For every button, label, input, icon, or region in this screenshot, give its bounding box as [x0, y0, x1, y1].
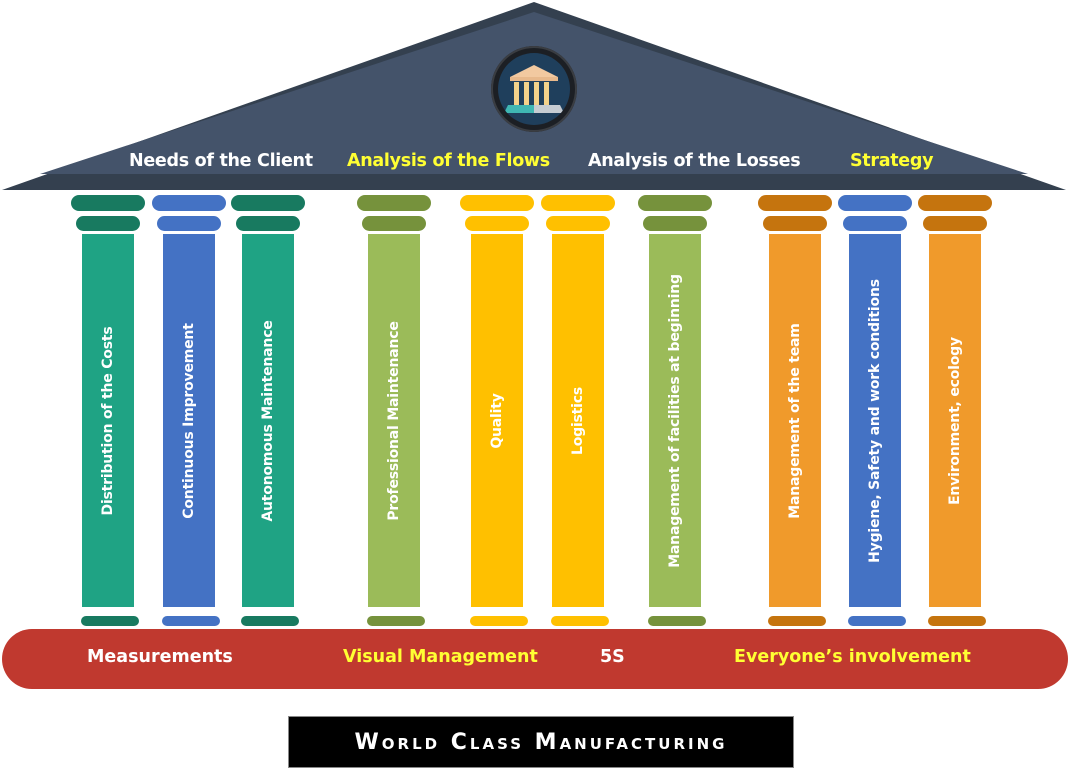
pillar-capital	[152, 195, 226, 211]
pillar-shaft: Management of the team	[769, 234, 821, 607]
pillar-shaft: Environment, ecology	[929, 234, 981, 607]
pillar-management-of-team: Management of the team	[758, 195, 834, 627]
roof-label-needs-of-client: Needs of the Client	[129, 151, 313, 171]
pillar-label: Professional Maintenance	[386, 320, 402, 521]
pillar-continuous-improvement: Continuous Improvement	[152, 195, 228, 627]
pillar-capital	[838, 195, 912, 211]
pillar-base	[551, 616, 609, 626]
pillar-base	[241, 616, 299, 626]
pillar-label: Management of facilities at beginning	[667, 273, 683, 568]
pillar-label: Hygiene, Safety and work conditions	[867, 278, 883, 563]
pillar-capital	[638, 195, 712, 211]
pillar-shaft: Logistics	[552, 234, 604, 607]
pillar-capital-lower	[76, 216, 140, 231]
pillar-shaft: Distribution of the Costs	[82, 234, 134, 607]
foundation-label-everyones-involvement: Everyone’s involvement	[734, 647, 971, 667]
pillar-capital-lower	[763, 216, 827, 231]
pillar-capital	[541, 195, 615, 211]
pillar-capital-lower	[546, 216, 610, 231]
pillar-management-of-facilities: Management of facilities at beginning	[638, 195, 714, 627]
pillar-capital-lower	[236, 216, 300, 231]
roof-label-strategy: Strategy	[850, 151, 934, 171]
pillar-base	[928, 616, 986, 626]
pillar-label: Environment, ecology	[947, 336, 963, 505]
pillar-capital-lower	[465, 216, 529, 231]
pillar-capital-lower	[643, 216, 707, 231]
pillar-label: Distribution of the Costs	[100, 326, 116, 515]
pillar-capital-lower	[923, 216, 987, 231]
pillar-label: Autonomous Maintenance	[260, 319, 276, 522]
pillar-environment-ecology: Environment, ecology	[918, 195, 994, 627]
pillar-shaft: Management of facilities at beginning	[649, 234, 701, 607]
emblem	[491, 46, 577, 132]
pillar-capital	[918, 195, 992, 211]
pillar-base	[367, 616, 425, 626]
pillar-capital-lower	[843, 216, 907, 231]
pillar-capital	[460, 195, 534, 211]
pillar-shaft: Hygiene, Safety and work conditions	[849, 234, 901, 607]
foundation-band	[2, 629, 1068, 689]
pillar-base	[81, 616, 139, 626]
foundation-label-measurements: Measurements	[87, 647, 233, 667]
pillar-label: Continuous Improvement	[181, 322, 197, 519]
roof-label-analysis-of-flows: Analysis of the Flows	[347, 151, 550, 171]
pillar-professional-maintenance: Professional Maintenance	[357, 195, 433, 627]
pillar-capital	[71, 195, 145, 211]
pillar-base	[162, 616, 220, 626]
pillar-quality: Quality	[460, 195, 536, 627]
roof-label-analysis-of-losses: Analysis of the Losses	[588, 151, 801, 171]
pillar-base	[470, 616, 528, 626]
foundation-label-visual-management: Visual Management	[343, 647, 538, 667]
diagram-title-box: World Class Manufacturing	[288, 716, 794, 768]
pillar-shaft: Professional Maintenance	[368, 234, 420, 607]
pillar-base	[648, 616, 706, 626]
pillar-capital	[231, 195, 305, 211]
pillar-capital-lower	[157, 216, 221, 231]
temple-icon	[498, 53, 570, 125]
pillar-label: Logistics	[570, 386, 586, 455]
pillar-shaft: Autonomous Maintenance	[242, 234, 294, 607]
foundation-label-5s: 5S	[600, 647, 625, 667]
pillar-shaft: Continuous Improvement	[163, 234, 215, 607]
pillar-hygiene-safety: Hygiene, Safety and work conditions	[838, 195, 914, 627]
pillar-capital	[758, 195, 832, 211]
pillar-distribution-of-costs: Distribution of the Costs	[71, 195, 147, 627]
pillar-autonomous-maintenance: Autonomous Maintenance	[231, 195, 307, 627]
pillar-base	[848, 616, 906, 626]
pillar-capital	[357, 195, 431, 211]
pillar-label: Management of the team	[787, 322, 803, 519]
pillar-logistics: Logistics	[541, 195, 617, 627]
pillar-capital-lower	[362, 216, 426, 231]
pillar-label: Quality	[489, 392, 505, 449]
diagram-title: World Class Manufacturing	[354, 729, 728, 755]
pillar-shaft: Quality	[471, 234, 523, 607]
pillar-base	[768, 616, 826, 626]
